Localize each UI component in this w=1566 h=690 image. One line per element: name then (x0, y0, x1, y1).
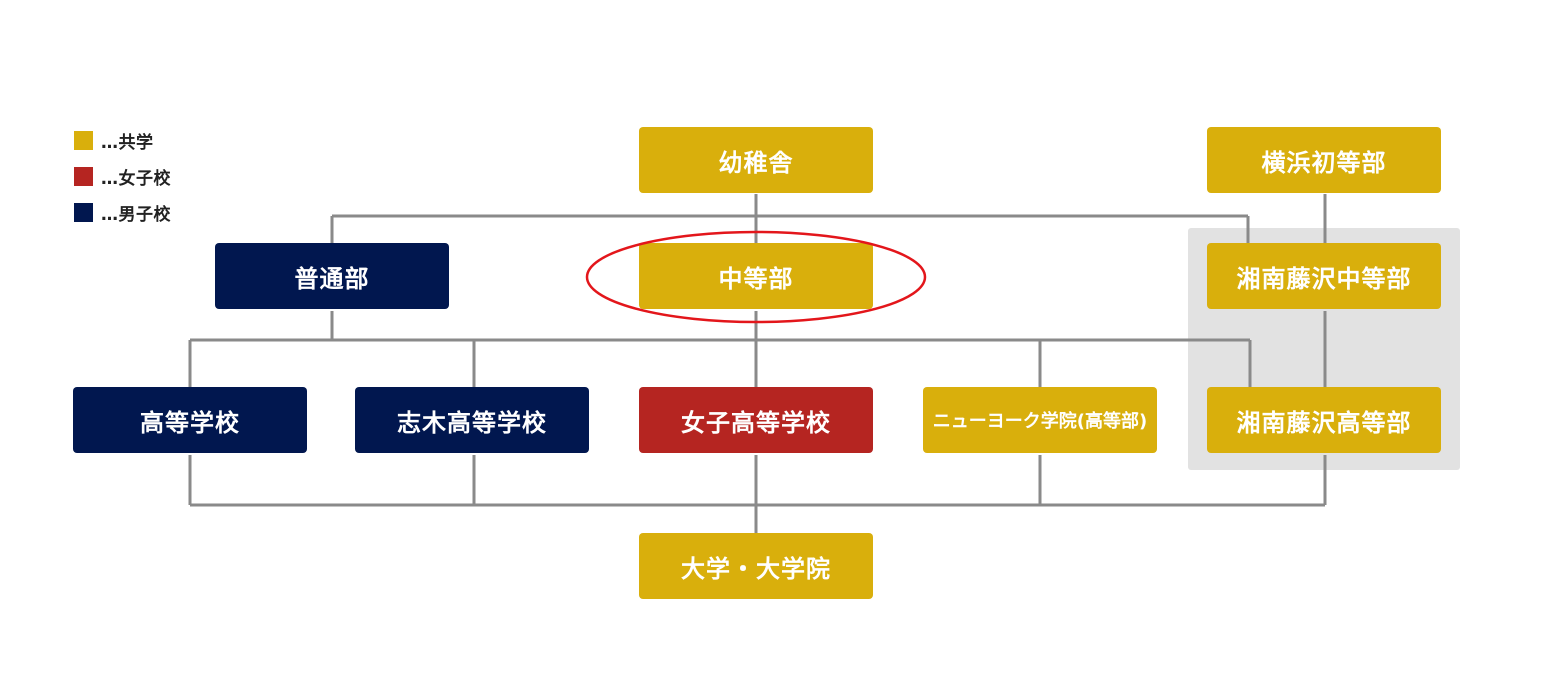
connector-line-group (188, 194, 1327, 533)
legend-swatch-girls (74, 166, 93, 186)
node-shonan-hs: 湘南藤沢高等部 (1207, 387, 1441, 453)
legend-swatch-boys (74, 202, 93, 222)
node-newyork: ニューヨーク学院(高等部) (923, 387, 1157, 453)
legend-item-coed: …共学 (74, 128, 171, 153)
node-shiki: 志木高等学校 (355, 387, 589, 453)
node-futsubu: 普通部 (215, 243, 449, 309)
node-chutobu: 中等部 (639, 243, 873, 309)
node-koto-gakko: 高等学校 (73, 387, 307, 453)
node-yochisha: 幼稚舎 (639, 127, 873, 193)
legend-item-girls: …女子校 (74, 164, 171, 189)
node-yokohama-primary: 横浜初等部 (1207, 127, 1441, 193)
legend-item-boys: …男子校 (74, 200, 171, 225)
legend-swatch-coed (74, 130, 93, 150)
legend: …共学 …女子校 …男子校 (74, 128, 171, 236)
legend-label-boys: …男子校 (101, 204, 171, 225)
legend-label-girls: …女子校 (101, 168, 171, 189)
node-joshi: 女子高等学校 (639, 387, 873, 453)
node-shonan-jhs: 湘南藤沢中等部 (1207, 243, 1441, 309)
node-university: 大学・大学院 (639, 533, 873, 599)
legend-label-coed: …共学 (101, 132, 154, 153)
